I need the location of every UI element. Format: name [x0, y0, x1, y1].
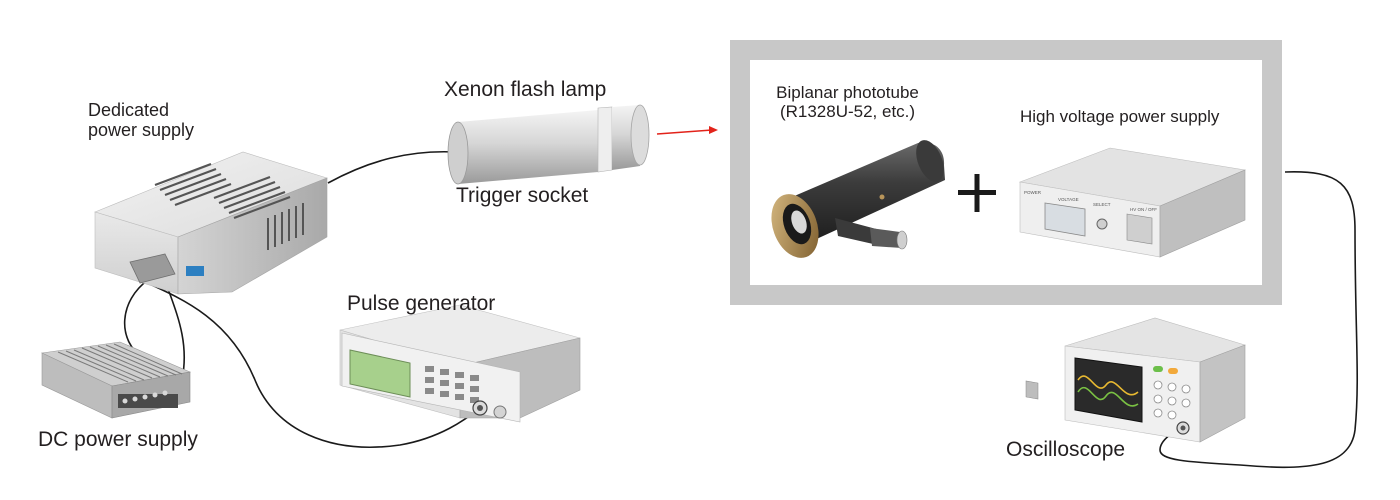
xenon-flash-lamp-icon — [447, 104, 650, 185]
hv-power-label: POWER — [1024, 190, 1042, 195]
light-arrow-icon — [656, 126, 718, 135]
biplanar-phototube-icon — [771, 140, 945, 258]
hv-on-off-label: HV ON / OFF — [1130, 207, 1157, 212]
xenon-flash-lamp-label: Xenon flash lamp — [444, 78, 607, 101]
pulse-generator-icon — [339, 304, 581, 423]
detector-frame — [730, 40, 1282, 305]
dc-power-supply-label: DC power supply — [38, 428, 198, 451]
cable-power-to-lamp — [327, 150, 456, 184]
oscilloscope-label: Oscilloscope — [1006, 438, 1126, 461]
high-voltage-power-supply-icon: POWER VOLTAGE SELECT HV ON / OFF — [1018, 147, 1247, 400]
high-voltage-power-supply-label: High voltage power supply — [1020, 107, 1220, 126]
biplanar-phototube-label-line2: (R1328U-52, etc.) — [779, 102, 916, 122]
biplanar-phototube-label: Biplanar phototube (R1328U-52, etc.) — [755, 83, 940, 121]
cable-hv-to-scope — [1159, 171, 1359, 469]
oscilloscope-icon — [1064, 317, 1246, 443]
plus-sign — [958, 174, 996, 212]
pulse-generator-label: Pulse generator — [347, 292, 496, 315]
biplanar-phototube-label-line1: Biplanar phototube — [776, 83, 919, 102]
dc-power-supply-icon — [40, 341, 192, 419]
dedicated-power-supply-label-line2: power supply — [88, 120, 195, 141]
dedicated-power-supply-icon — [94, 151, 328, 295]
dedicated-power-supply-label-line1: Dedicated — [88, 100, 170, 120]
hv-voltage-label: VOLTAGE — [1058, 197, 1079, 202]
dedicated-power-supply-label: Dedicated power supply — [88, 100, 194, 140]
trigger-socket-label: Trigger socket — [456, 184, 589, 207]
hv-select-label: SELECT — [1093, 202, 1111, 207]
cable-pulse-to-dedicated — [144, 281, 481, 448]
